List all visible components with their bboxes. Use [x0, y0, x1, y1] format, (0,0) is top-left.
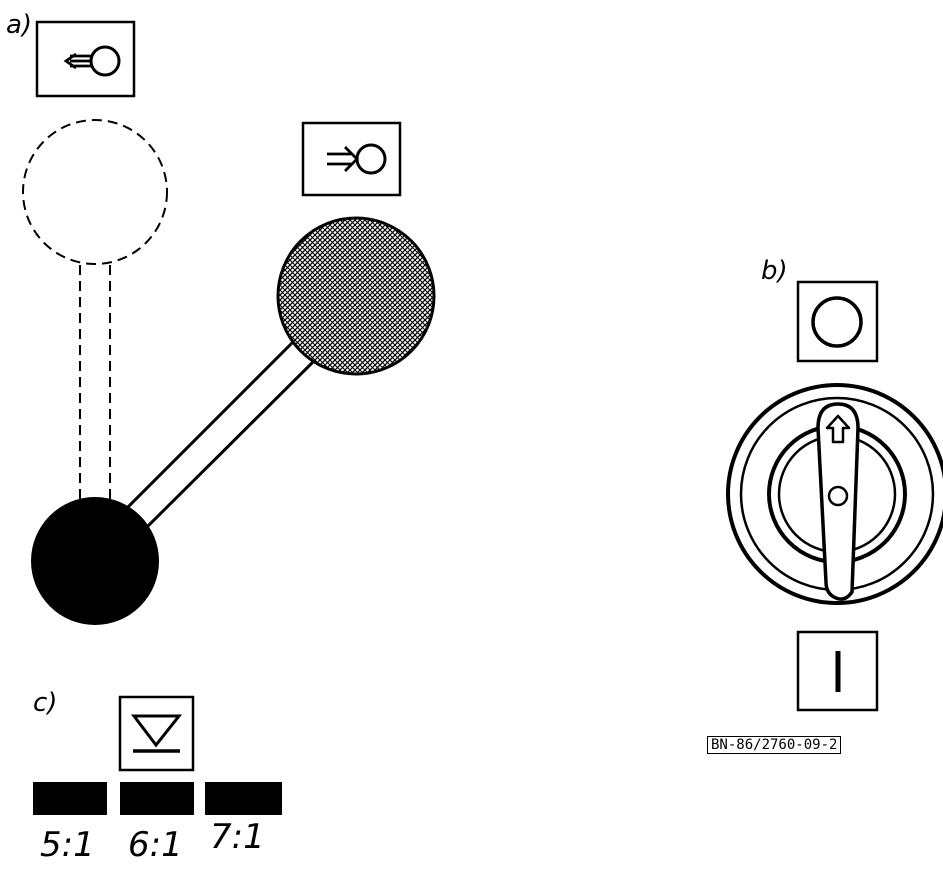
- lever-pivot: [31, 497, 159, 625]
- panel-a: [22, 20, 436, 625]
- ratio-label-5-1: 5:1: [40, 825, 95, 865]
- on-position-symbol-icon: [796, 630, 879, 712]
- drawing-number: BN-86/2760-09-2: [707, 736, 842, 755]
- retracted-lever-outline: [22, 119, 168, 508]
- panel-a-label: a): [6, 10, 33, 40]
- engage-lever-symbol-icon: [301, 121, 402, 197]
- lever-shaft: [125, 333, 320, 529]
- rotary-switch-icon: [726, 383, 943, 605]
- panel-b-label: b): [761, 256, 788, 286]
- retract-lever-symbol-icon: [35, 20, 136, 98]
- ratio-bar-5-1: [33, 782, 107, 815]
- triangle-underline-symbol-icon: [118, 695, 195, 772]
- panel-c: [33, 695, 282, 815]
- ratio-label-6-1: 6:1: [128, 825, 183, 865]
- off-position-symbol-icon: [796, 280, 879, 363]
- ratio-bar-7-1: [205, 782, 282, 815]
- lever-knob: [276, 216, 436, 376]
- panel-b: [726, 280, 943, 712]
- ratio-bar-6-1: [120, 782, 194, 815]
- ratio-label-7-1: 7:1: [210, 817, 265, 857]
- panel-c-label: c): [33, 688, 58, 718]
